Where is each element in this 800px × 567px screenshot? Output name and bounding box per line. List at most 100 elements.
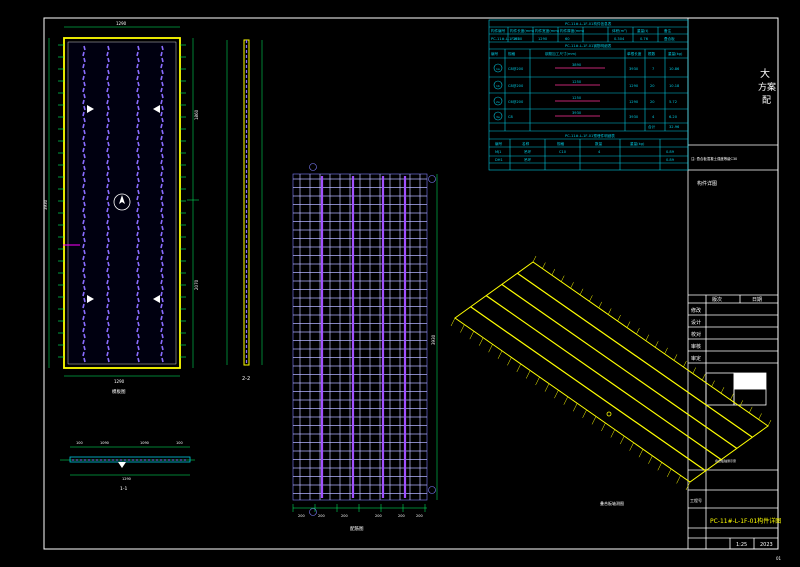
plan-rebar-segment [137, 213, 140, 219]
plan-rebar-segment [83, 297, 86, 303]
plan-rebar-segment [107, 321, 110, 327]
title-block-text: 大 方 案 配 构件详图 版次 日期 修改 设计 校对 审核 审定 工程号 PC… [690, 67, 782, 561]
drawing-number: PC-11#-L-1F-01构件详图 [710, 517, 781, 525]
plan-rebar-segment [160, 63, 163, 69]
plan-rebar-segment [160, 219, 163, 225]
iso-truss-line [485, 295, 722, 461]
plan-rebar-segment [107, 57, 110, 63]
plan-rebar-segment [161, 357, 164, 363]
plan-rebar-segment [82, 87, 85, 93]
iso-rebar-stub [720, 387, 725, 394]
iso-rebar-stub [488, 344, 493, 353]
plan-rebar-segment [160, 255, 163, 261]
plan-rebar-segment [83, 357, 86, 363]
plan-rebar-segment [106, 267, 109, 273]
t1-c4: 60 [565, 37, 570, 41]
plan-rebar-segment [136, 87, 139, 93]
plan-rebar-segment [107, 261, 110, 267]
plan-rebar-segment [107, 93, 110, 99]
rebar-bottom-dim-4: 200 [375, 514, 382, 518]
plan-rebar-segment [137, 117, 140, 123]
t3-h1: 编号 [495, 141, 503, 146]
plan-rebar-segment [137, 333, 140, 339]
plan-rebar-segment [107, 201, 110, 207]
t2-r4-spec: C8 [508, 115, 514, 119]
plan-rebar-segment [82, 279, 85, 285]
plan-rebar-segment [137, 357, 140, 363]
iso-rebar-stub [572, 403, 578, 412]
note-label: 构件详图 [697, 180, 717, 187]
row-label-6: 工程号 [690, 497, 702, 503]
plan-rebar-segment [107, 69, 110, 75]
t3-h2: 名称 [522, 141, 530, 146]
isometric-view: 叠合板轴测示意 叠合板轴测图 [450, 255, 772, 506]
t2-h6: 重量(kg) [668, 51, 683, 56]
plan-rebar-segment [161, 297, 164, 303]
plan-rebar-segment [160, 243, 163, 249]
plan-rebar-segment [83, 333, 86, 339]
plan-rebar-segment [107, 81, 110, 87]
plan-rebar-segment [160, 279, 163, 285]
iso-rebar-stub [525, 370, 531, 379]
t3-r1-c5: 0.89 [666, 150, 675, 154]
plan-rebar-segment [161, 177, 164, 183]
iso-rebar-stub [683, 360, 687, 368]
plan-rebar-segment [137, 177, 140, 183]
plan-rebar-segment [82, 171, 85, 177]
plan-rebar-segment [82, 159, 85, 165]
plan-rebar-segment [107, 333, 110, 339]
s11-total: 1290 [122, 477, 131, 481]
iso-rebar-stub [626, 321, 631, 328]
plan-rebar-segment [137, 153, 140, 159]
plan-rebar-segment [107, 237, 110, 243]
plan-rebar-segment [137, 297, 140, 303]
t2-r3-spec: C6@200 [508, 100, 524, 104]
t2-r1-spec: C8@200 [508, 67, 524, 71]
iso-rebar-stub [497, 350, 503, 359]
iso-rebar-stub [685, 481, 691, 491]
iso-rebar-stub [748, 406, 753, 413]
iso-rebar-stub [450, 317, 456, 327]
iso-rebar-stub [560, 275, 565, 282]
plan-rebar-segment [82, 195, 85, 201]
plan-rebar-segment [161, 189, 164, 195]
t3-r1-c2: 吊环 [524, 149, 532, 154]
plan-rebar-segment [106, 87, 109, 93]
plan-rebar-segment [106, 339, 109, 345]
plan-seg-dim-2: 2070 [194, 279, 199, 290]
plan-rebar-segment [107, 213, 110, 219]
plan-rebar-segment [83, 201, 86, 207]
plan-rebar-segment [82, 111, 85, 117]
plan-rebar-segment [160, 207, 163, 213]
plan-length-dim: 3930 [43, 199, 48, 210]
iso-rebar-stub [619, 435, 625, 445]
drawing-frame [43, 17, 779, 550]
plan-rebar-segment [136, 327, 139, 333]
plan-rebar-segment [106, 159, 109, 165]
plan-rebar-segment [136, 255, 139, 261]
plan-rebar-segment [82, 351, 85, 357]
plan-rebar-segment [106, 135, 109, 141]
t2-r1-wt: 10.86 [669, 67, 680, 71]
rebar-bottom-dim-3: 200 [341, 514, 348, 518]
plan-rebar-segment [161, 105, 164, 111]
t2-r2-count: 20 [650, 84, 655, 88]
plan-rebar-segment [107, 153, 110, 159]
plan-rebar-segment [161, 273, 164, 279]
iso-rebar-stub [617, 314, 621, 322]
iso-rebar-stub [767, 419, 772, 427]
title-char-3: 案 [767, 81, 776, 93]
s11-dim-2: 1090 [100, 441, 109, 445]
t1-h3: 构件宽度(mm) [535, 28, 560, 33]
t3-h4: 数量 [595, 141, 603, 146]
t2-r2-len: 1290 [629, 84, 639, 88]
plan-rebar-segment [161, 309, 164, 315]
plan-rebar-segment [107, 273, 110, 279]
plan-rebar-segment [136, 351, 139, 357]
plan-rebar-segment [160, 183, 163, 189]
iso-truss-line [517, 272, 753, 438]
title-char-1: 大 [760, 67, 770, 80]
s11-dim-1: 100 [76, 441, 83, 445]
plan-rebar-segment [106, 327, 109, 333]
